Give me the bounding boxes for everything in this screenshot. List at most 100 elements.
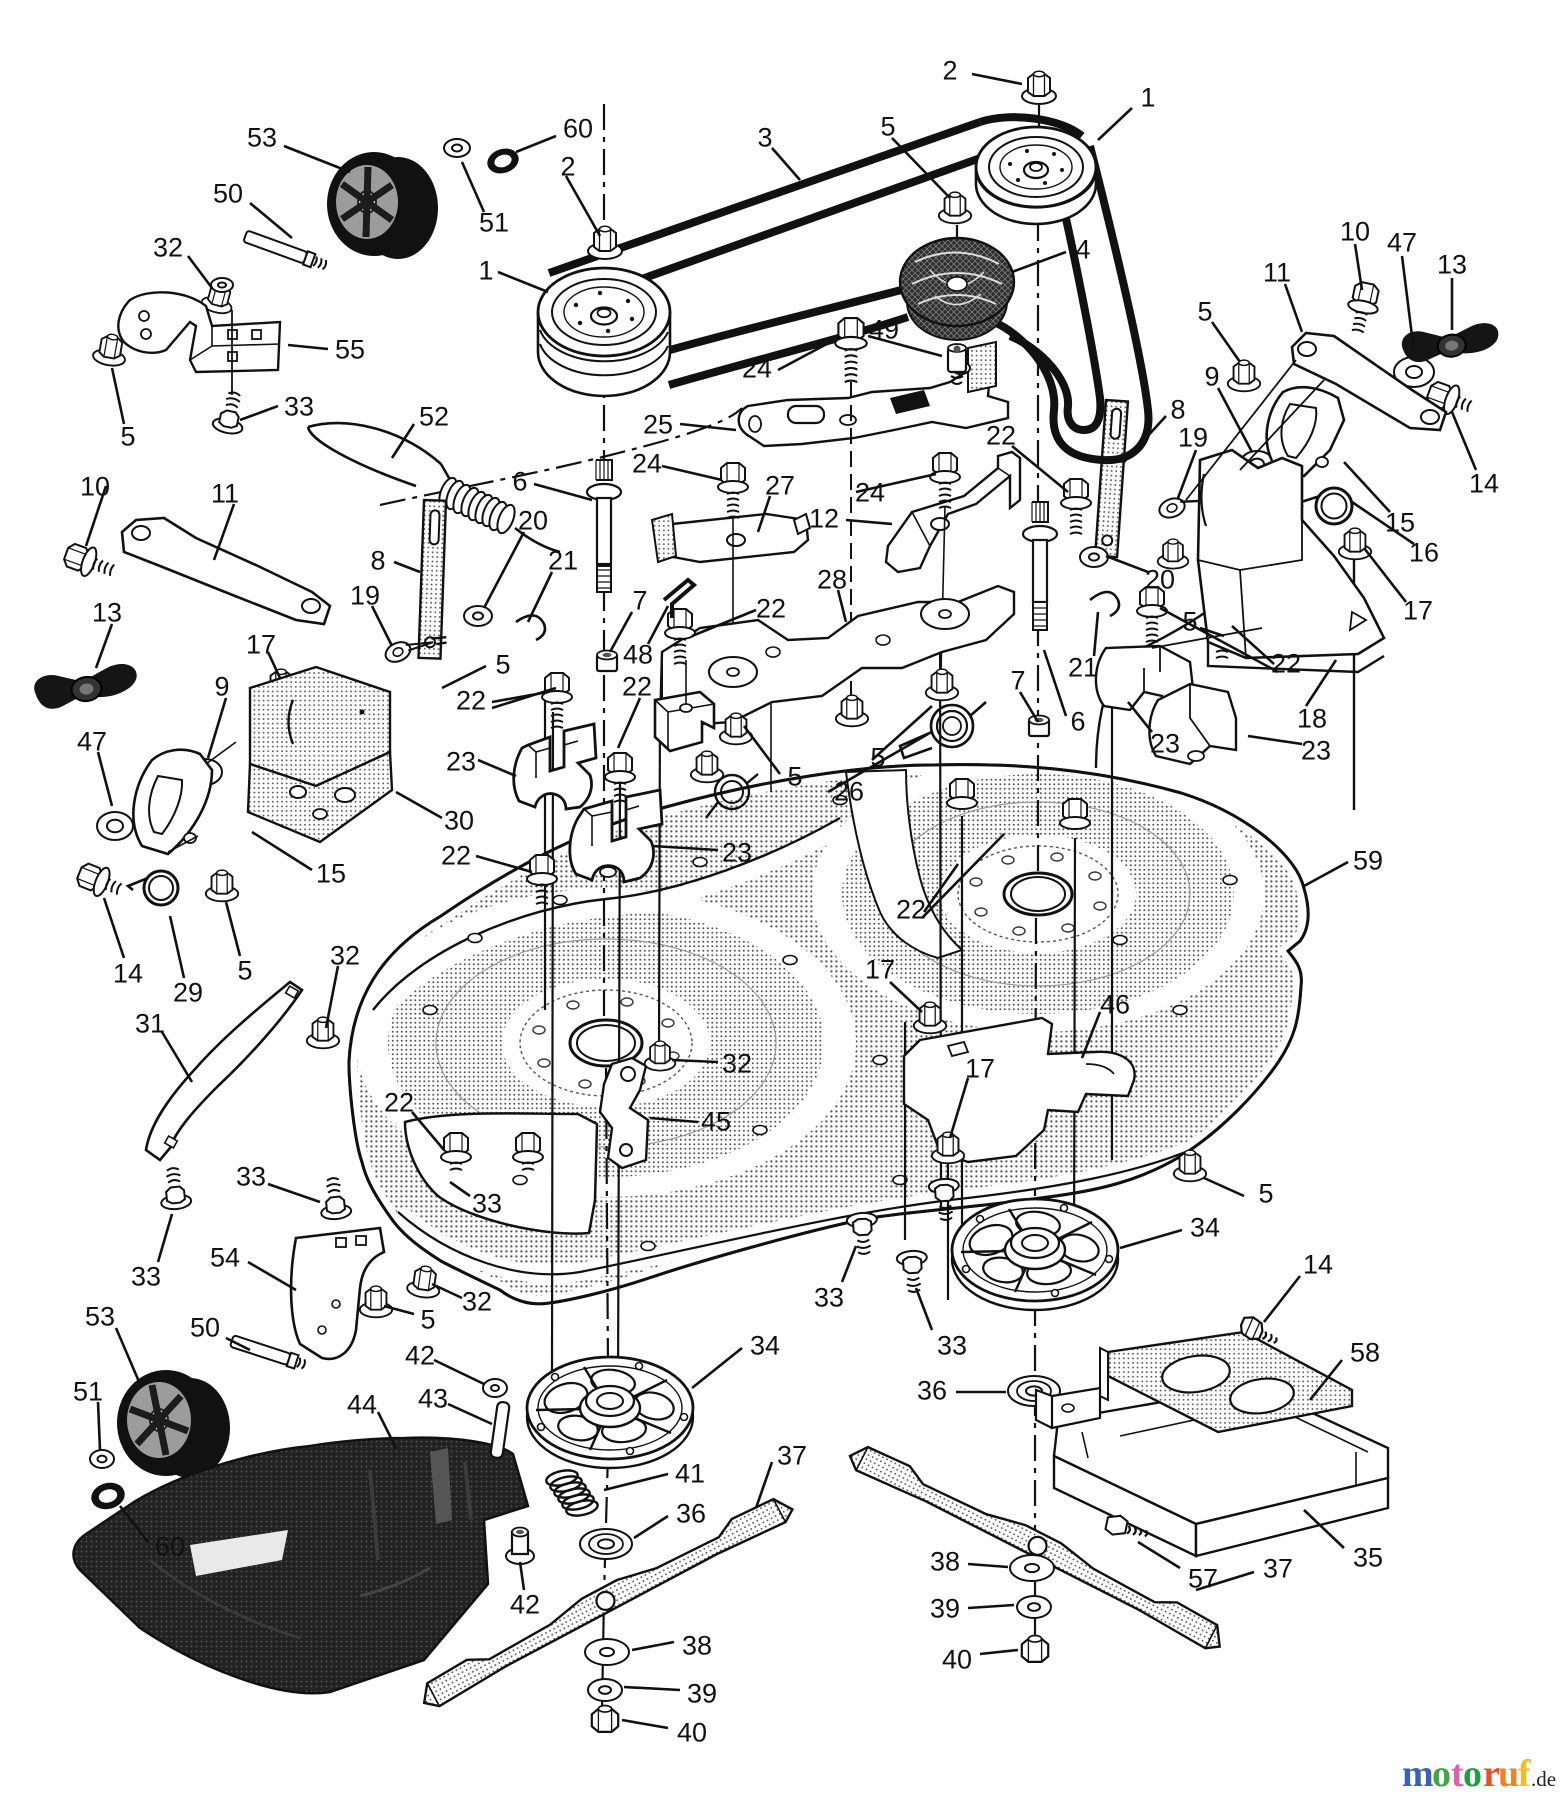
svg-text:40: 40 (942, 1645, 972, 1675)
svg-text:5: 5 (880, 112, 895, 142)
svg-text:59: 59 (1353, 846, 1383, 876)
svg-text:50: 50 (213, 179, 243, 209)
svg-text:33: 33 (131, 1262, 161, 1292)
svg-text:.de: .de (1531, 1767, 1556, 1791)
svg-text:45: 45 (701, 1107, 731, 1137)
svg-text:20: 20 (518, 506, 548, 536)
svg-text:7: 7 (632, 586, 647, 616)
svg-text:17: 17 (865, 955, 895, 985)
svg-text:33: 33 (814, 1283, 844, 1313)
svg-text:5: 5 (870, 743, 885, 773)
svg-text:50: 50 (190, 1313, 220, 1343)
svg-text:49: 49 (869, 315, 899, 345)
svg-text:12: 12 (809, 504, 839, 534)
svg-text:42: 42 (405, 1341, 435, 1371)
svg-text:17: 17 (1403, 596, 1433, 626)
svg-text:23: 23 (722, 838, 752, 868)
svg-text:18: 18 (1297, 704, 1327, 734)
svg-text:58: 58 (1350, 1338, 1380, 1368)
svg-text:28: 28 (817, 565, 847, 595)
svg-text:31: 31 (135, 1009, 165, 1039)
svg-text:24: 24 (632, 449, 662, 479)
svg-text:3: 3 (757, 123, 772, 153)
svg-text:13: 13 (92, 598, 122, 628)
svg-text:23: 23 (1150, 729, 1180, 759)
svg-text:35: 35 (1353, 1543, 1383, 1573)
svg-text:6: 6 (1070, 707, 1085, 737)
svg-text:41: 41 (675, 1459, 705, 1489)
svg-text:54: 54 (210, 1243, 240, 1273)
svg-text:16: 16 (1409, 538, 1439, 568)
svg-text:38: 38 (682, 1631, 712, 1661)
svg-text:47: 47 (1387, 228, 1417, 258)
svg-text:22: 22 (456, 686, 486, 716)
svg-text:34: 34 (1190, 1213, 1220, 1243)
svg-text:53: 53 (247, 123, 277, 153)
svg-text:22: 22 (384, 1088, 414, 1118)
svg-text:2: 2 (942, 56, 957, 86)
svg-text:5: 5 (495, 650, 510, 680)
svg-text:20: 20 (1145, 565, 1175, 595)
svg-text:33: 33 (236, 1162, 266, 1192)
svg-text:27: 27 (765, 471, 795, 501)
svg-text:47: 47 (77, 727, 107, 757)
svg-text:32: 32 (330, 941, 360, 971)
svg-text:53: 53 (85, 1302, 115, 1332)
svg-text:13: 13 (1437, 250, 1467, 280)
svg-text:55: 55 (335, 335, 365, 365)
svg-text:36: 36 (676, 1499, 706, 1529)
svg-text:46: 46 (1100, 990, 1130, 1020)
svg-text:2: 2 (560, 152, 575, 182)
svg-text:7: 7 (1010, 666, 1025, 696)
svg-text:4: 4 (1075, 235, 1090, 265)
svg-text:32: 32 (462, 1287, 492, 1317)
svg-text:29: 29 (173, 978, 203, 1008)
svg-text:5: 5 (120, 422, 135, 452)
svg-text:37: 37 (1263, 1554, 1293, 1584)
svg-text:5: 5 (787, 762, 802, 792)
svg-text:17: 17 (246, 630, 276, 660)
svg-text:5: 5 (1182, 607, 1197, 637)
svg-text:8: 8 (370, 546, 385, 576)
svg-text:22: 22 (756, 594, 786, 624)
svg-text:u: u (1498, 1753, 1519, 1795)
svg-text:17: 17 (965, 1054, 995, 1084)
svg-text:10: 10 (1340, 217, 1370, 247)
svg-text:19: 19 (1178, 423, 1208, 453)
svg-text:43: 43 (418, 1384, 448, 1414)
svg-text:8: 8 (1170, 395, 1185, 425)
svg-text:m: m (1402, 1753, 1434, 1795)
svg-text:44: 44 (347, 1390, 377, 1420)
svg-text:9: 9 (214, 672, 229, 702)
svg-text:22: 22 (986, 421, 1016, 451)
svg-text:15: 15 (316, 859, 346, 889)
svg-text:39: 39 (930, 1594, 960, 1624)
svg-text:21: 21 (548, 546, 578, 576)
svg-text:5: 5 (1258, 1179, 1273, 1209)
svg-text:r: r (1483, 1753, 1500, 1795)
svg-text:22: 22 (441, 841, 471, 871)
svg-text:19: 19 (350, 581, 380, 611)
svg-text:o: o (1463, 1753, 1482, 1795)
svg-text:f: f (1518, 1753, 1532, 1795)
svg-text:6: 6 (512, 467, 527, 497)
svg-text:15: 15 (1385, 508, 1415, 538)
svg-text:11: 11 (211, 479, 239, 509)
svg-text:39: 39 (687, 1679, 717, 1709)
svg-text:33: 33 (472, 1189, 502, 1219)
svg-text:52: 52 (419, 402, 449, 432)
svg-text:51: 51 (73, 1377, 103, 1407)
svg-text:o: o (1432, 1753, 1451, 1795)
svg-text:5: 5 (237, 956, 252, 986)
svg-text:10: 10 (80, 472, 110, 502)
svg-text:21: 21 (1068, 653, 1098, 683)
svg-text:42: 42 (510, 1590, 540, 1620)
svg-text:36: 36 (917, 1376, 947, 1406)
svg-text:9: 9 (1204, 362, 1219, 392)
svg-text:11: 11 (1263, 258, 1291, 288)
svg-text:32: 32 (722, 1049, 752, 1079)
svg-text:14: 14 (1303, 1250, 1333, 1280)
svg-text:32: 32 (153, 233, 183, 263)
svg-text:34: 34 (750, 1331, 780, 1361)
svg-text:26: 26 (834, 777, 864, 807)
